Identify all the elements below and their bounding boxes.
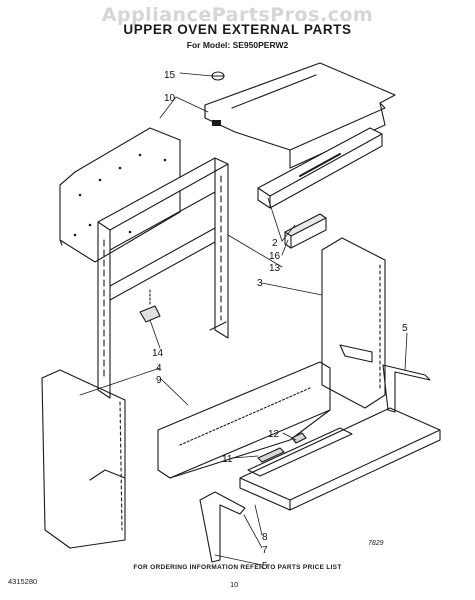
callout-4: 4 — [156, 363, 162, 374]
plug-part — [211, 71, 225, 81]
watermark: AppliancePartsPros.com — [101, 4, 374, 26]
leader-lines — [79, 72, 408, 566]
corner-bracket-lower — [199, 491, 246, 563]
top-cover-panel — [204, 62, 396, 169]
callout-2: 2 — [272, 238, 278, 249]
callout-5-upper: 5 — [402, 323, 408, 334]
rail-bracket — [257, 127, 383, 209]
callout-15: 15 — [164, 70, 176, 81]
igniter-part — [257, 432, 307, 463]
diagram-code: 7829 — [368, 540, 384, 547]
callout-5-lower: 5 — [262, 561, 268, 572]
callout-11: 11 — [222, 454, 233, 465]
bottom-tray — [239, 407, 441, 511]
page-number: 10 — [230, 580, 239, 589]
callout-16: 16 — [269, 251, 281, 262]
callout-8: 8 — [262, 532, 268, 543]
callout-13: 13 — [269, 263, 281, 274]
callout-7: 7 — [262, 545, 268, 556]
corner-bracket-upper — [339, 344, 431, 413]
callout-3: 3 — [257, 278, 263, 289]
callout-10: 10 — [164, 93, 176, 104]
part-number: 4315280 — [8, 577, 38, 586]
callout-12: 12 — [268, 429, 280, 440]
model-line: For Model: SE950PERW2 — [186, 40, 289, 50]
ordering-note: FOR ORDERING INFORMATION REFER TO PARTS … — [133, 564, 342, 571]
side-panel-right — [321, 237, 386, 409]
side-panel-left — [41, 369, 126, 549]
callout-9: 9 — [156, 375, 162, 386]
clip-part — [139, 289, 161, 323]
small-bracket — [284, 213, 327, 249]
oven-frame — [97, 157, 229, 399]
callout-14: 14 — [152, 348, 164, 359]
lower-box-panel — [157, 361, 331, 479]
page-title: UPPER OVEN EXTERNAL PARTS — [123, 22, 352, 37]
